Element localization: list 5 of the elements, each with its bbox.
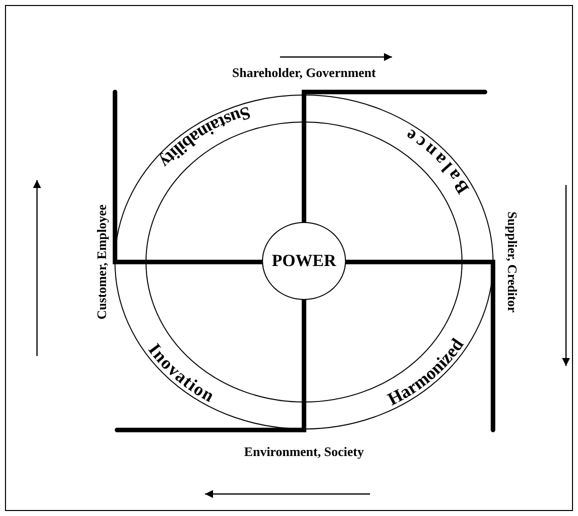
center-label: POWER: [272, 251, 336, 271]
stakeholder-label: Shareholder, Government: [232, 65, 376, 81]
stakeholder-label: Supplier, Creditor: [504, 211, 520, 313]
stakeholder-label: Environment, Society: [244, 444, 364, 460]
stakeholder-label: Customer, Employee: [94, 204, 110, 320]
